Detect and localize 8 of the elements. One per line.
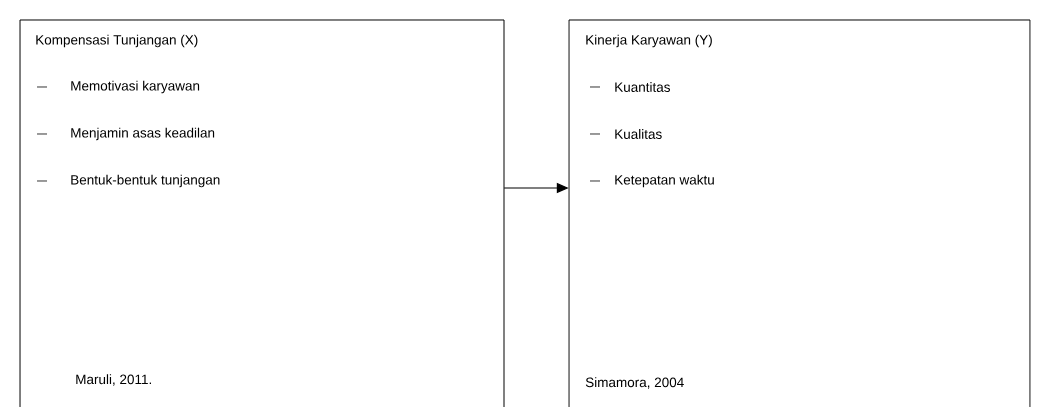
text-box: Kompensasi Tunjangan (X) Memotivasi karyawan Menjamin asas keadilan Bentuk-bentuk tunjangan Maruli, 2011. (19, 19, 505, 407)
list-item: Ketepatan waktu (615, 174, 714, 188)
list-item: Kuantitas (615, 82, 670, 92)
list-item: Menjamin asas keadilan (71, 127, 215, 141)
text-box: Kinerja Karyawan (Y) Kuantitas Kualitas Ketepatan waktu Simamora, 2004 (568, 19, 1031, 407)
list-item: Memotivasi karyawan (71, 80, 200, 94)
list-item: Kualitas (615, 129, 662, 139)
list-item: Bentuk-bentuk tunjangan (71, 174, 220, 188)
